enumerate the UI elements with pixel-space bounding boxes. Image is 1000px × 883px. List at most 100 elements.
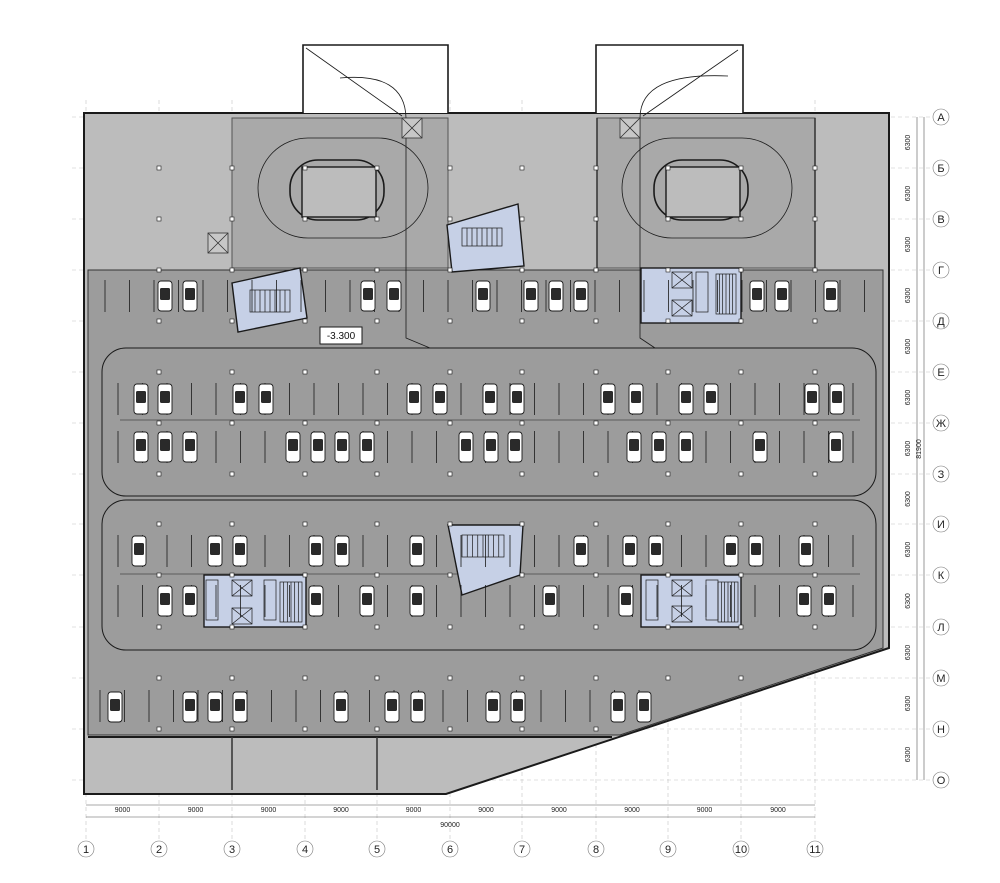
row-axis-label: Л <box>937 622 944 634</box>
parked-car <box>651 431 667 463</box>
parked-car <box>232 535 248 567</box>
parked-car <box>207 535 223 567</box>
parked-car <box>796 585 812 617</box>
column <box>229 369 235 375</box>
row-axis-label: А <box>937 112 945 124</box>
parked-car <box>334 431 350 463</box>
column <box>519 675 525 681</box>
elevator-shaft <box>671 271 693 289</box>
column <box>593 369 599 375</box>
parked-car <box>107 691 123 723</box>
column <box>229 521 235 527</box>
parked-car <box>157 383 173 415</box>
dim-row-spacing: 6300 <box>905 288 912 304</box>
parked-car <box>308 585 324 617</box>
column-axis-marker: 7 <box>513 840 531 858</box>
ramp-entrance-left <box>302 44 449 113</box>
parked-car <box>360 280 376 312</box>
parked-car <box>232 383 248 415</box>
drive-loop-lower <box>101 499 877 651</box>
column <box>302 572 308 578</box>
column <box>593 675 599 681</box>
column <box>447 216 453 222</box>
column <box>447 318 453 324</box>
parked-car <box>678 383 694 415</box>
column-axis-label: 8 <box>593 844 599 856</box>
ramp-left-diagonal <box>305 47 403 117</box>
column <box>738 267 744 273</box>
parked-car <box>648 535 664 567</box>
column <box>156 572 162 578</box>
core-room <box>645 579 659 621</box>
row-axis-marker: И <box>932 515 950 533</box>
column <box>519 267 525 273</box>
column <box>447 675 453 681</box>
dim-row-spacing: 6300 <box>905 747 912 763</box>
shaft-3 <box>619 117 641 139</box>
column <box>812 216 818 222</box>
column <box>665 624 671 630</box>
entrance-ramps <box>302 44 744 349</box>
dim-col-spacing: 9000 <box>188 807 204 814</box>
column <box>593 318 599 324</box>
parked-car <box>285 431 301 463</box>
row-axis-label: Б <box>937 163 944 175</box>
column <box>374 572 380 578</box>
column <box>302 726 308 732</box>
column <box>156 216 162 222</box>
ventilation-shafts <box>207 117 641 254</box>
dim-row-spacing: 6300 <box>905 645 912 661</box>
elevator-shaft <box>671 299 693 317</box>
column <box>665 471 671 477</box>
parked-car <box>523 280 539 312</box>
level-label: -3.300 <box>327 331 356 342</box>
parked-car <box>207 691 223 723</box>
parked-car <box>157 431 173 463</box>
column <box>812 624 818 630</box>
row-axis-label: Ж <box>936 418 946 430</box>
elevator-core-2 <box>203 574 307 628</box>
column <box>447 420 453 426</box>
column <box>302 471 308 477</box>
parked-car <box>510 691 526 723</box>
row-axis-marker: Г <box>932 261 950 279</box>
row-axis-marker: Б <box>932 159 950 177</box>
parked-car <box>133 431 149 463</box>
row-axis-label: Г <box>938 265 944 277</box>
row-axis-marker: О <box>932 771 950 789</box>
column <box>665 165 671 171</box>
column <box>229 267 235 273</box>
parked-car <box>509 383 525 415</box>
stair-flight <box>715 273 737 315</box>
row-axis-label: З <box>938 469 945 481</box>
column <box>374 216 380 222</box>
row-axis-label: Д <box>937 316 945 328</box>
stair-core-1 <box>231 267 308 333</box>
column <box>738 521 744 527</box>
dim-row-spacing: 6300 <box>905 696 912 712</box>
stair-flight <box>461 534 505 558</box>
column <box>302 521 308 527</box>
column-axis-label: 4 <box>302 844 308 856</box>
column <box>738 624 744 630</box>
column <box>447 521 453 527</box>
parked-car <box>406 383 422 415</box>
column <box>519 572 525 578</box>
column <box>738 318 744 324</box>
parked-car <box>483 431 499 463</box>
parked-car <box>310 431 326 463</box>
column <box>229 420 235 426</box>
row-axis-marker: Е <box>932 363 950 381</box>
column <box>812 165 818 171</box>
parked-car <box>157 585 173 617</box>
column <box>593 267 599 273</box>
dim-col-spacing: 9000 <box>551 807 567 814</box>
row-axis-marker: А <box>932 108 950 126</box>
column <box>812 267 818 273</box>
column <box>156 267 162 273</box>
column <box>812 369 818 375</box>
column <box>229 624 235 630</box>
parked-car <box>458 431 474 463</box>
